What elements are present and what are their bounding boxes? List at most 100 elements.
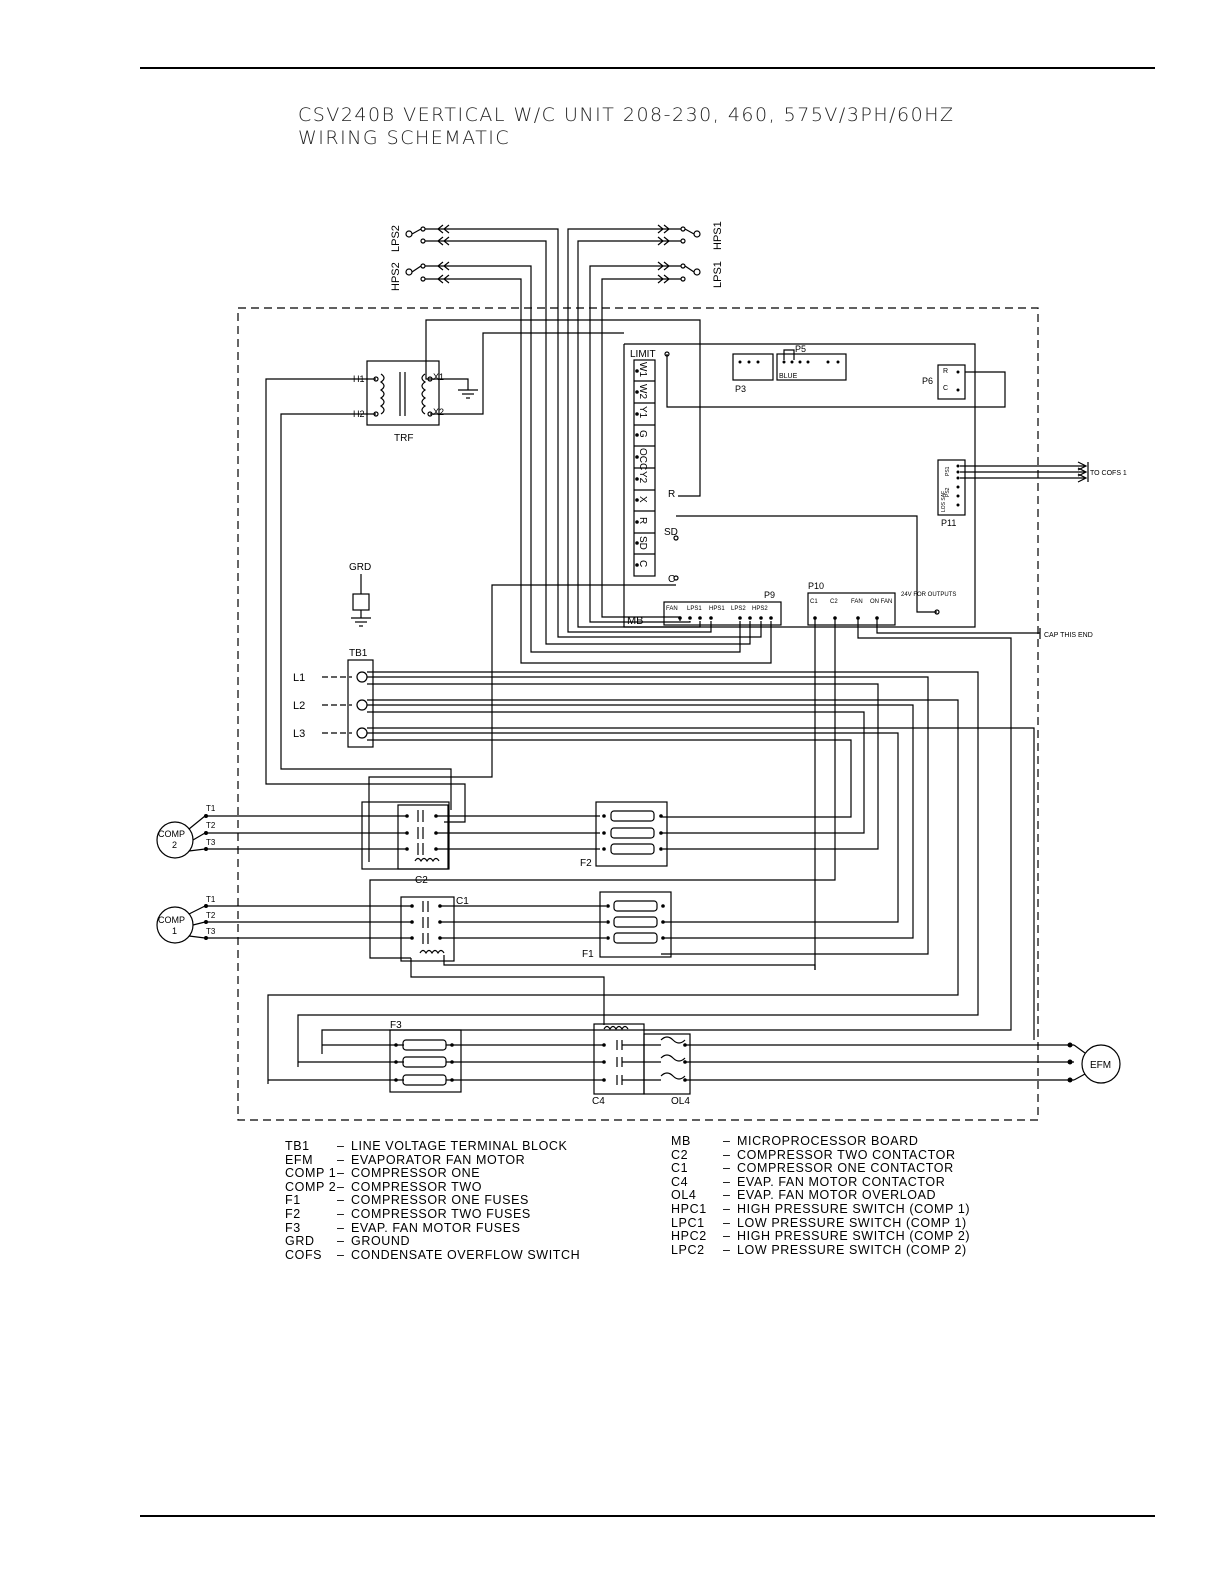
label-grd: GRD (349, 562, 371, 573)
label-x1: X1 (433, 372, 444, 382)
label-to-cofs: TO COFS 1 (1090, 470, 1127, 477)
label-p11-ps1: PS1 (945, 466, 951, 476)
mb-terminal-w2: W2 (637, 384, 648, 399)
legend-row: HPC2–HIGH PRESSURE SWITCH (COMP 2) (671, 1229, 971, 1244)
label-c2-t2: T2 (206, 821, 216, 830)
terminal-dots (204, 360, 1073, 1083)
label-limit: LIMIT (630, 349, 656, 360)
label-p9-hps1: HPS1 (709, 606, 725, 612)
label-lps2: LPS2 (390, 225, 402, 252)
label-c1-t1: T1 (206, 895, 216, 904)
legend-row: C1–COMPRESSOR ONE CONTACTOR (671, 1161, 954, 1176)
legend-right: MB–MICROPROCESSOR BOARD C2–COMPRESSOR TW… (671, 1134, 971, 1257)
label-p9-lps1: LPS1 (687, 606, 702, 612)
label-p10-on-fan: ON FAN (870, 599, 892, 605)
label-p6: P6 (922, 376, 933, 386)
label-sd: SD (664, 527, 678, 538)
evaporator-fan-branch (268, 1023, 1121, 1095)
label-lps1: LPS1 (712, 261, 724, 288)
label-p11-ps2: PS2 (945, 487, 951, 497)
compressor-two-branch (156, 801, 668, 870)
legend-row: LPC2–LOW PRESSURE SWITCH (COMP 2) (671, 1242, 967, 1257)
legend-row: F3–EVAP. FAN MOTOR FUSES (285, 1220, 521, 1235)
label-p11-lossaf: LOS SAF (941, 491, 947, 512)
legend-row: LPC1–LOW PRESSURE SWITCH (COMP 1) (671, 1215, 967, 1230)
legend-row: GRD–GROUND (285, 1234, 411, 1249)
label-f2: F2 (580, 858, 592, 869)
label-p9: P9 (764, 590, 775, 600)
label-c2-t1: T1 (206, 804, 216, 813)
legend-row: OL4–EVAP. FAN MOTOR OVERLOAD (671, 1188, 937, 1203)
label-tb1: TB1 (349, 648, 368, 659)
label-p10: P10 (808, 581, 824, 591)
label-p6-r: R (943, 368, 948, 375)
label-l2: L2 (293, 700, 305, 712)
label-comp1: COMP (158, 915, 185, 925)
label-l3: L3 (293, 728, 305, 740)
label-p9-fan: FAN (666, 606, 678, 612)
top-rule (140, 67, 1155, 69)
legend-row: C2–COMPRESSOR TWO CONTACTOR (671, 1147, 956, 1162)
title-line-2: WIRING SCHEMATIC (298, 127, 511, 149)
legend-row: COMP 2–COMPRESSOR TWO (285, 1179, 483, 1194)
legend-row: MB–MICROPROCESSOR BOARD (671, 1134, 919, 1148)
label-c4: C4 (592, 1096, 605, 1107)
mb-terminal-occ: OCC (637, 448, 648, 470)
label-c1-t2: T2 (206, 911, 216, 920)
legend-row: COMP 1–COMPRESSOR ONE (285, 1166, 481, 1181)
label-f1: F1 (582, 949, 594, 960)
legend-row: C4–EVAP. FAN MOTOR CONTACTOR (671, 1174, 946, 1189)
label-r: R (668, 489, 675, 500)
label-h1: H1 (353, 374, 365, 384)
mb-terminal-sd: SD (637, 536, 648, 550)
compressor-one-branch (156, 891, 816, 1025)
label-p5: P5 (795, 344, 806, 354)
label-ol4: OL4 (671, 1096, 690, 1107)
mb-terminal-g: G (637, 430, 648, 438)
label-hps1: HPS1 (712, 221, 724, 250)
label-c: C (668, 574, 675, 585)
legend-row: COFS–CONDENSATE OVERFLOW SWITCH (285, 1247, 581, 1262)
legend-row: EFM–EVAPORATOR FAN MOTOR (285, 1152, 526, 1167)
label-c1: C1 (456, 896, 469, 907)
label-comp1-num: 1 (172, 926, 177, 936)
terminal-block-and-ground (267, 574, 1035, 1084)
transformer-trf (265, 319, 701, 823)
label-comp2: COMP (158, 829, 185, 839)
bottom-rule (140, 1515, 1155, 1517)
label-c2: C2 (415, 875, 428, 886)
label-p6-c: C (943, 385, 948, 392)
label-p9-lps2: LPS2 (731, 606, 746, 612)
mb-terminal-y2: Y2 (637, 471, 648, 484)
label-h2: H2 (353, 409, 365, 419)
label-p3: P3 (735, 384, 746, 394)
mb-terminal-w1: W1 (637, 362, 648, 377)
mb-terminal-r: R (637, 517, 648, 524)
pressure-switches (405, 224, 701, 284)
legend-row: F2–COMPRESSOR TWO FUSES (285, 1206, 531, 1221)
label-p11: P11 (941, 518, 956, 528)
label-p10-fan: FAN (851, 599, 863, 605)
mb-terminal-y1: Y1 (637, 406, 648, 419)
pressure-switch-leads (425, 228, 772, 664)
label-f3: F3 (390, 1020, 402, 1031)
label-p10-c1: C1 (810, 599, 818, 605)
legend-row: F1–COMPRESSOR ONE FUSES (285, 1193, 529, 1208)
legend-row: TB1–LINE VOLTAGE TERMINAL BLOCK (285, 1139, 568, 1153)
label-cap-this-end: CAP THIS END (1044, 632, 1093, 639)
mb-terminal-c: C (637, 560, 648, 567)
label-efm: EFM (1090, 1060, 1111, 1071)
label-24v-outputs: 24V FOR OUTPUTS (901, 592, 956, 598)
label-trf: TRF (394, 433, 413, 444)
label-c1-t3: T3 (206, 927, 216, 936)
label-p9-hps2: HPS2 (752, 606, 768, 612)
label-p10-c2: C2 (830, 599, 838, 605)
label-hps2: HPS2 (390, 262, 402, 291)
title-line-1: CSV240B VERTICAL W/C UNIT 208-230, 460, … (298, 104, 955, 126)
legend-left: TB1–LINE VOLTAGE TERMINAL BLOCK EFM–EVAP… (285, 1139, 581, 1262)
label-mb: MB (627, 615, 644, 627)
label-blue: BLUE (779, 373, 798, 380)
microprocessor-board (321, 343, 1089, 1054)
label-comp2-num: 2 (172, 840, 177, 850)
